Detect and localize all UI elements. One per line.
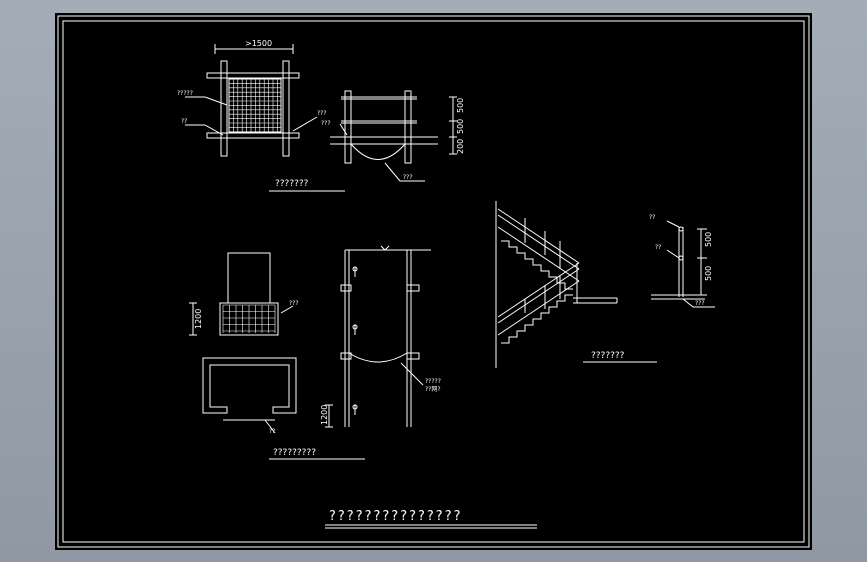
dim-200: 200 — [456, 139, 465, 154]
mid-left-caption: ????????? — [273, 448, 316, 458]
opening-dim-1200: 1200 — [194, 309, 203, 329]
shaft-section: ????? ??网? 1200 — [320, 245, 441, 428]
railing-detail: ?? ?? ??? 500 500 — [649, 214, 715, 308]
railing-dim-500-lower: 500 — [704, 266, 713, 281]
top-left-caption: ??????? — [275, 179, 309, 189]
pole-label: ?? — [181, 118, 187, 125]
net-label: ????? — [177, 90, 193, 97]
dim-500-upper: 500 — [456, 98, 465, 113]
section-bar-label: ??? — [321, 120, 331, 127]
shaft-dim-1200: 1200 — [320, 405, 329, 425]
bag-label: ??? — [403, 174, 413, 181]
opening-cover-elevation: 1200 ??? — [189, 252, 299, 336]
railing-mid-label: ?? — [655, 244, 661, 251]
opening-base-label: ?? — [269, 428, 275, 435]
shaft-net-label-1: ????? — [425, 378, 441, 385]
drawing-title: ??????????????? — [329, 509, 463, 524]
bar-label: ??? — [317, 110, 327, 117]
guard-net-section: ??? ??? 500 500 200 — [321, 90, 465, 182]
net-grid — [228, 78, 281, 133]
outer-border — [57, 15, 810, 548]
width-dimension: >1500 — [245, 39, 272, 48]
railing-dim-500-upper: 500 — [704, 232, 713, 247]
dim-500-lower: 500 — [456, 119, 465, 134]
drawing-sheet: >1500 ????? ?? ??? ????? — [55, 13, 812, 550]
shaft-net-label-2: ??网? — [425, 386, 441, 393]
guard-net-plan: >1500 ????? ?? ??? ????? — [177, 39, 345, 192]
drawing-title-block: ??????????????? — [325, 509, 537, 529]
railing-bottom-label: ??? — [695, 300, 705, 307]
opening-net-label: ??? — [289, 300, 299, 307]
stair-railing-elevation: ??????? — [495, 201, 657, 368]
railing-top-label: ?? — [649, 214, 655, 221]
opening-net-grid — [222, 304, 276, 333]
stair-caption: ??????? — [591, 351, 625, 361]
opening-plan: ?? ????????? — [202, 357, 365, 460]
inner-border — [62, 20, 805, 543]
cad-drawing: >1500 ????? ?? ??? ????? — [57, 15, 810, 548]
